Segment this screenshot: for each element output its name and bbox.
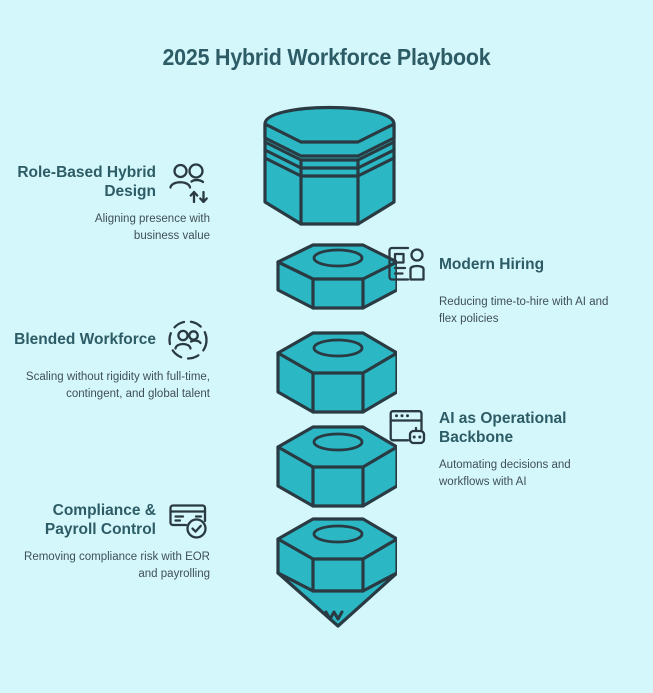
resume-person-icon [385, 243, 429, 287]
two-people-up-down-arrows-icon [166, 160, 210, 204]
item-description: Aligning presence with business value [94, 213, 210, 242]
item-compliance-payroll-control[interactable]: Compliance & Payroll Control Removing co… [0, 498, 210, 582]
pencil-stack-graphic [262, 98, 397, 628]
item-description: Removing compliance risk with EOR and pa… [24, 551, 210, 580]
item-description: Scaling without rigidity with full-time,… [25, 371, 210, 400]
item-description: Automating decisions and workflows with … [439, 459, 571, 488]
item-header: Role-Based Hybrid Design [0, 160, 210, 204]
pencil-segment-2 [276, 243, 397, 310]
item-header: AI as Operational Backbone [385, 406, 635, 450]
payment-card-check-icon [166, 498, 210, 542]
item-modern-hiring[interactable]: Modern Hiring Reducing time-to-hire with… [385, 243, 635, 327]
pencil-segment-5-tip [276, 517, 397, 628]
people-dashed-circle-icon [166, 318, 210, 362]
item-title: Compliance & Payroll Control [44, 501, 156, 538]
page-title: 2025 Hybrid Workforce Playbook [162, 44, 491, 70]
item-ai-as-operational-backbone[interactable]: AI as Operational Backbone Automating de… [385, 406, 635, 490]
item-header: Blended Workforce [0, 318, 210, 362]
browser-bot-icon [385, 406, 429, 450]
pencil-segment-4 [276, 425, 397, 508]
item-title: AI as Operational Backbone [439, 409, 567, 446]
item-title: Modern Hiring [439, 256, 545, 274]
item-header: Modern Hiring [385, 243, 635, 287]
pencil-segment-3 [276, 331, 397, 414]
item-role-based-hybrid-design[interactable]: Role-Based Hybrid Design Aligning presen… [0, 160, 210, 244]
item-header: Compliance & Payroll Control [0, 498, 210, 542]
item-title: Role-Based Hybrid Design [17, 163, 156, 200]
item-blended-workforce[interactable]: Blended Workforce Scaling without rigidi… [0, 318, 210, 402]
item-title: Blended Workforce [14, 331, 156, 349]
pencil-segment-1 [263, 105, 396, 226]
item-description: Reducing time-to-hire with AI and flex p… [439, 296, 609, 325]
